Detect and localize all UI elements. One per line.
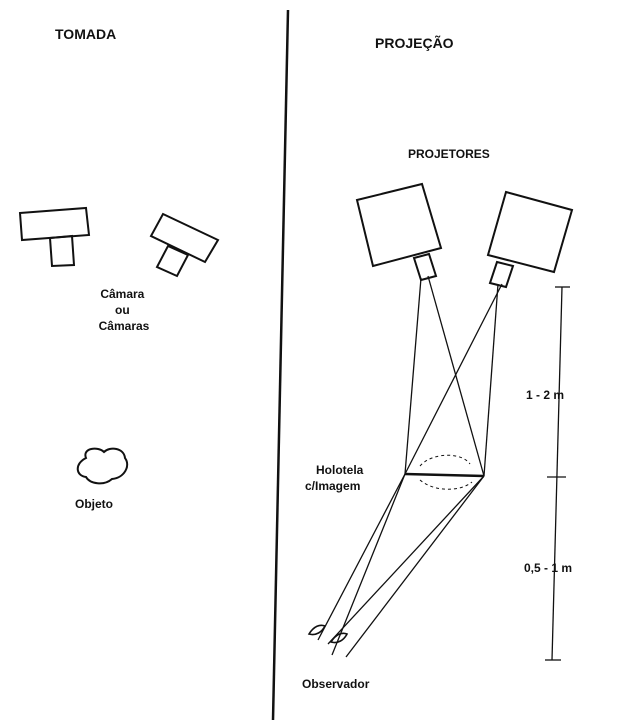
cameras-label: Câmara ou Câmaras <box>99 287 150 333</box>
dimension-lower-label: 0,5 - 1 m <box>524 561 572 575</box>
projector-right-icon <box>486 190 574 289</box>
observer-eyes-icon <box>307 624 349 644</box>
projector-left-icon <box>355 182 443 282</box>
holoscreen-label: Holotela c/Imagem <box>305 463 367 493</box>
projectors-label: PROJETORES <box>408 147 490 161</box>
projection-beams <box>404 275 503 477</box>
camera-right-icon <box>149 212 220 278</box>
header-tomada: TOMADA <box>55 26 116 42</box>
dimension-scale <box>545 286 570 661</box>
holoscreen-icon <box>404 454 485 490</box>
object-blob-icon <box>76 447 129 485</box>
divider-line <box>271 9 290 721</box>
object-label: Objeto <box>75 497 113 511</box>
viewing-rays <box>317 473 485 658</box>
observer-label: Observador <box>302 677 370 691</box>
dimension-upper-label: 1 - 2 m <box>526 388 564 402</box>
header-projecao: PROJEÇÃO <box>375 34 454 51</box>
camera-left-icon <box>18 206 91 268</box>
